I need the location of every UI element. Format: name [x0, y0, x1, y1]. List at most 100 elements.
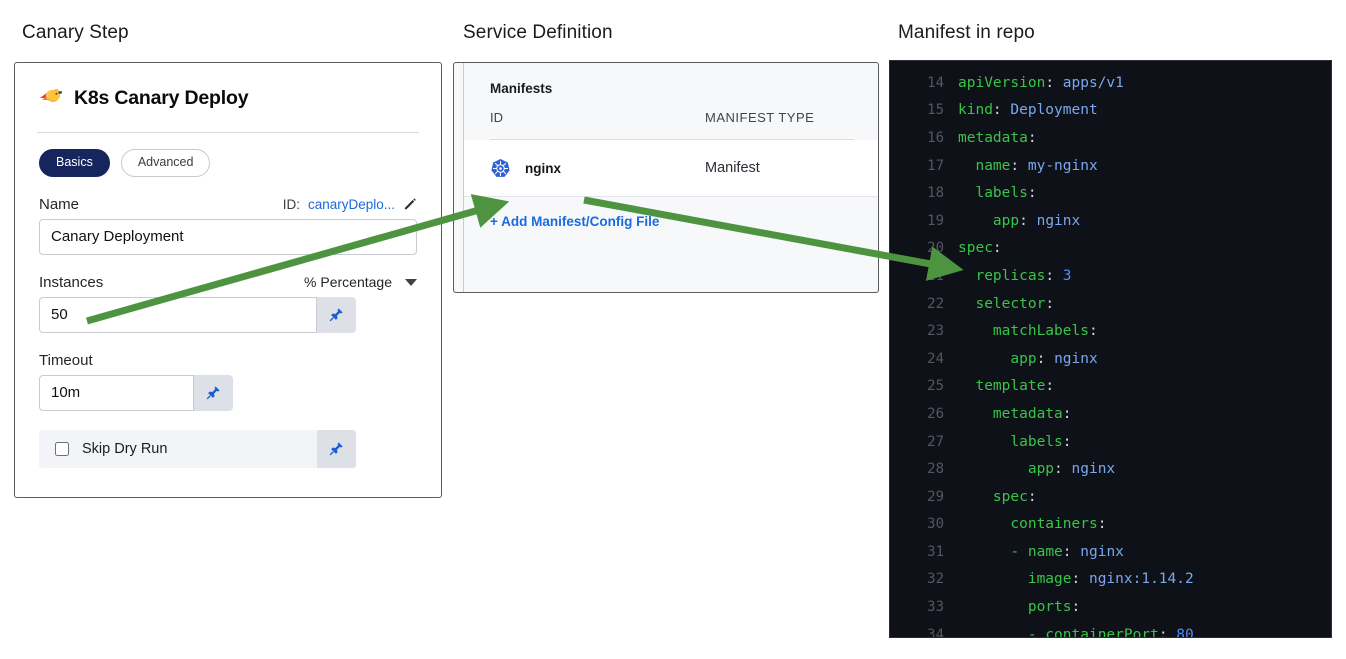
line-content: name: my-nginx [975, 157, 1098, 174]
instances-label-row: Instances % Percentage [39, 274, 417, 291]
manifests-title: Manifests [490, 81, 553, 96]
line-content: matchLabels: [992, 323, 1098, 340]
line-content: containers: [1010, 516, 1107, 533]
line-number: 15 [927, 102, 944, 119]
instances-label: Instances [39, 273, 104, 291]
step-title: K8s Canary Deploy [74, 87, 249, 109]
line-number: 21 [927, 267, 944, 284]
line-content: image: nginx:1.14.2 [1027, 571, 1194, 588]
column-header-id: ID [490, 110, 503, 125]
code-line: 16 metadata: [890, 124, 1331, 152]
kubernetes-icon [490, 158, 511, 179]
instances-input[interactable]: 50 [39, 296, 317, 333]
line-number: 33 [927, 599, 944, 616]
code-line: 27 labels: [890, 428, 1331, 456]
id-prefix: ID: [282, 196, 300, 212]
timeout-pin-button[interactable] [194, 374, 233, 411]
skip-dry-run-checkbox[interactable] [55, 441, 69, 456]
add-manifest-link[interactable]: + Add Manifest/Config File [490, 214, 660, 229]
tab-basics[interactable]: Basics [39, 149, 110, 177]
manifests-table-header: ID MANIFEST TYPE [490, 110, 854, 140]
code-line: 28 app: nginx [890, 455, 1331, 483]
line-content: spec: [958, 240, 1002, 257]
timeout-input[interactable]: 10m [39, 374, 194, 411]
skip-dry-run-label: Skip Dry Run [82, 440, 168, 457]
line-content: metadata: [992, 405, 1072, 422]
tab-advanced[interactable]: Advanced [120, 149, 211, 177]
pencil-icon[interactable] [403, 197, 417, 211]
line-number: 25 [927, 378, 944, 395]
line-number: 16 [927, 129, 944, 146]
line-number: 32 [927, 571, 944, 588]
code-line: 20 spec: [890, 235, 1331, 263]
tab-group: Basics Advanced [39, 149, 417, 177]
caption-canary-step: Canary Step [22, 22, 129, 43]
caption-manifest-in-repo: Manifest in repo [898, 22, 1035, 43]
code-line: 25 template: [890, 373, 1331, 401]
code-line: 32 image: nginx:1.14.2 [890, 566, 1331, 594]
code-line: 21 replicas: 3 [890, 262, 1331, 290]
instances-unit-value: % Percentage [304, 274, 392, 290]
line-number: 14 [927, 74, 944, 91]
line-content: selector: [975, 295, 1055, 312]
line-content: labels: [1010, 433, 1072, 450]
line-number: 23 [927, 323, 944, 340]
line-number: 30 [927, 516, 944, 533]
chevron-down-icon [405, 278, 417, 286]
line-content: metadata: [958, 129, 1037, 146]
code-line: 26 metadata: [890, 400, 1331, 428]
line-number: 28 [927, 461, 944, 478]
code-line: 18 labels: [890, 179, 1331, 207]
instances-unit-select[interactable]: % Percentage [304, 274, 417, 290]
timeout-label-row: Timeout [39, 352, 417, 369]
row-manifest-type: Manifest [705, 160, 760, 176]
line-number: 24 [927, 350, 944, 367]
canary-step-panel: K8s Canary Deploy Basics Advanced Name I… [14, 62, 442, 498]
line-number: 19 [927, 212, 944, 229]
name-label-row: Name ID: canaryDeplo... [39, 196, 417, 213]
name-label: Name [39, 195, 80, 213]
code-line: 30 containers: [890, 511, 1331, 539]
name-input[interactable]: Canary Deployment [39, 218, 417, 255]
code-line: 19 app: nginx [890, 207, 1331, 235]
line-content: - name: nginx [1010, 543, 1124, 560]
code-line: 29 spec: [890, 483, 1331, 511]
line-number: 18 [927, 185, 944, 202]
timeout-label: Timeout [39, 351, 93, 369]
service-definition-panel: Manifests ID MANIFEST TYPE [453, 62, 879, 293]
code-line: 34 - containerPort: 80 [890, 621, 1331, 638]
step-header: K8s Canary Deploy [15, 63, 441, 112]
instances-input-group: 50 [39, 296, 417, 333]
line-content: spec: [992, 488, 1037, 505]
line-content: app: nginx [1010, 350, 1098, 367]
instances-pin-button[interactable] [317, 296, 356, 333]
code-line: 23 matchLabels: [890, 317, 1331, 345]
code-line: 22 selector: [890, 290, 1331, 318]
id-value[interactable]: canaryDeplo... [307, 196, 395, 212]
line-number: 17 [927, 157, 944, 174]
column-header-type: MANIFEST TYPE [705, 110, 815, 125]
header-divider [37, 132, 419, 133]
line-number: 22 [927, 295, 944, 312]
table-row[interactable]: nginx Manifest [464, 140, 878, 197]
id-block: ID: canaryDeplo... [283, 197, 417, 212]
line-number: 31 [927, 543, 944, 560]
line-number: 34 [927, 626, 944, 638]
line-content: replicas: 3 [975, 267, 1072, 284]
line-content: labels: [975, 185, 1037, 202]
line-content: app: nginx [1027, 461, 1116, 478]
skip-dry-run-pin-button[interactable] [317, 429, 356, 468]
code-line: 24 app: nginx [890, 345, 1331, 373]
code-line: 31 - name: nginx [890, 538, 1331, 566]
line-content: template: [975, 378, 1055, 395]
skip-dry-run-row[interactable]: Skip Dry Run [39, 429, 356, 468]
line-number: 26 [927, 405, 944, 422]
line-number: 20 [927, 240, 944, 257]
canary-bird-icon [39, 85, 63, 112]
code-line: 17 name: my-nginx [890, 152, 1331, 180]
line-content: - containerPort: 80 [1027, 626, 1194, 638]
